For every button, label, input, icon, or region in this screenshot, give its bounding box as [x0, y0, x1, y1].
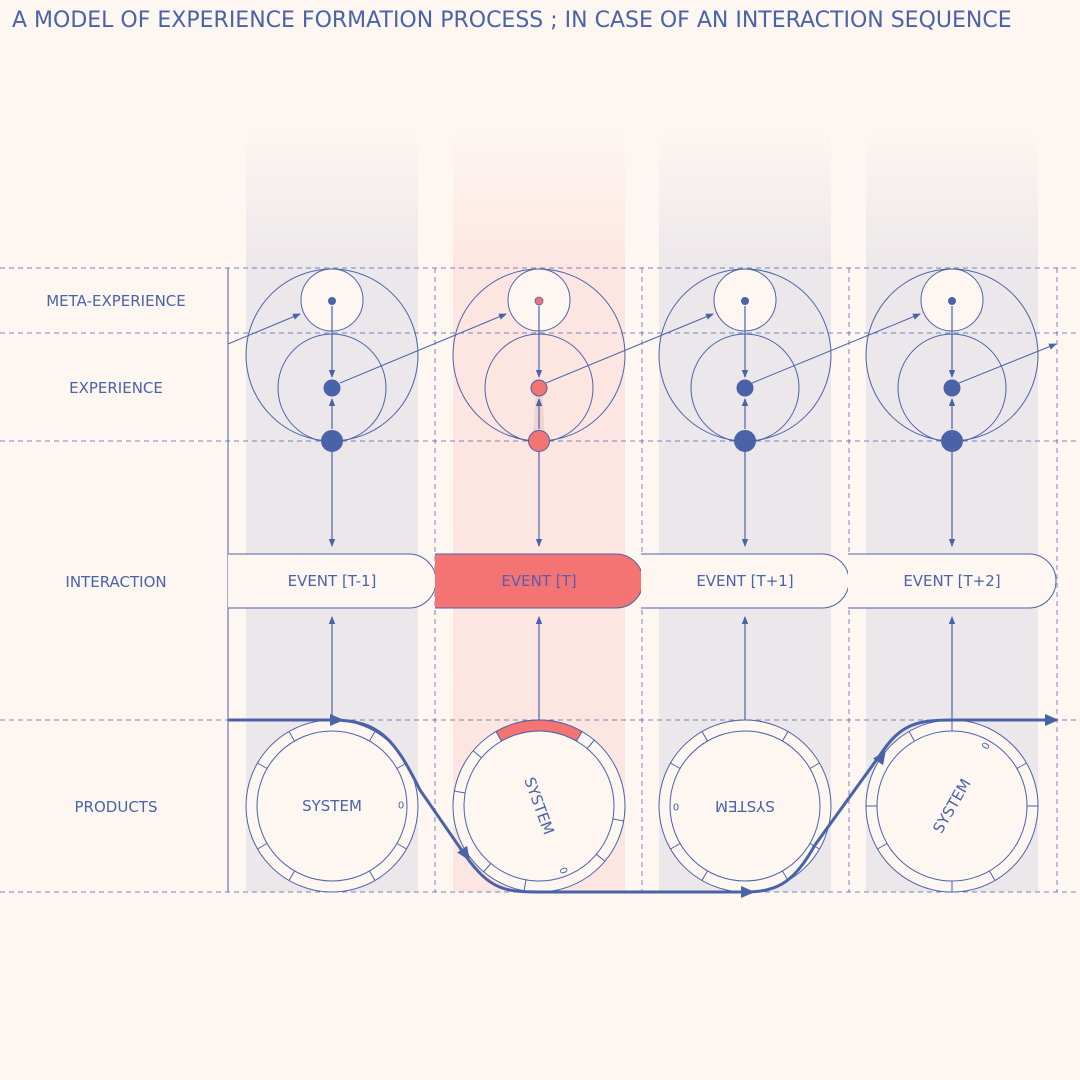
dial-zero-mark: 0 — [398, 801, 404, 812]
flow-end-arrowhead — [1045, 714, 1059, 726]
dial-tick — [454, 790, 466, 794]
row-label-products: PRODUCTS — [75, 798, 158, 816]
flow-arrowhead — [873, 750, 886, 766]
dial-tick — [1016, 762, 1027, 769]
dial-tick — [483, 863, 492, 873]
dial-zero-mark: 0 — [673, 801, 679, 812]
experience-to-meta-arrow — [751, 313, 921, 384]
system-dial: SYSTEM 0 — [245, 719, 419, 893]
product-flow-line — [228, 718, 1056, 894]
experience-to-meta-arrow — [227, 313, 301, 345]
experience-to-meta-arrow — [545, 313, 714, 384]
dial-inner-ring — [669, 730, 821, 882]
experience-dot — [736, 379, 754, 397]
flow-arrowhead — [330, 714, 344, 726]
experience-to-meta-arrow — [339, 313, 507, 384]
dial-tick — [596, 853, 606, 862]
dial-tick — [701, 731, 708, 742]
row-label-experience: EXPERIENCE — [69, 379, 163, 397]
experience-node-dot — [528, 430, 550, 452]
event-column-2: EVENT [T+1] SYSTEM 0 — [641, 268, 850, 893]
dial-tick — [670, 762, 681, 769]
dial-tick — [369, 870, 376, 881]
dial-zero-mark: 0 — [980, 741, 993, 752]
dial-tick — [523, 879, 527, 891]
dial-tick — [809, 762, 820, 769]
dial-zero-mark: 0 — [556, 866, 569, 876]
event-label: EVENT [T-1] — [288, 572, 377, 590]
dial-tick — [877, 843, 888, 850]
dial-tick — [1026, 805, 1039, 807]
dial-inner-ring — [876, 730, 1028, 882]
dial-tick — [951, 880, 953, 893]
dial-tick — [951, 720, 953, 732]
dial-tick — [472, 750, 482, 759]
experience-to-meta-arrow — [958, 343, 1057, 384]
dial-active-segment — [495, 719, 583, 742]
column-band-fade — [453, 130, 625, 270]
dial-tick — [701, 870, 708, 881]
dial-tick — [908, 731, 915, 742]
meta-experience-dot — [328, 297, 336, 305]
event-label: EVENT [T] — [501, 572, 576, 590]
column-band-fade — [246, 130, 418, 270]
event-bar-segment — [848, 553, 1057, 609]
row-labels: META-EXPERIENCE EXPERIENCE INTERACTION PROD… — [46, 292, 186, 816]
dial-tick — [586, 739, 595, 749]
meta-experience-dot — [948, 297, 956, 305]
system-dial: SYSTEM 0 — [658, 719, 832, 893]
dial-tick — [782, 731, 789, 742]
meta-experience-dot — [741, 297, 749, 305]
dial-tick — [369, 731, 376, 742]
system-label: SYSTEM — [715, 797, 775, 815]
row-label-meta: META-EXPERIENCE — [46, 292, 186, 310]
event-label: EVENT [T+1] — [696, 572, 793, 590]
flow-arrowhead — [457, 845, 470, 861]
experience-dot — [323, 379, 341, 397]
dial-tick — [257, 843, 268, 850]
event-column-0: EVENT [T-1] SYSTEM 0 — [228, 268, 437, 893]
dial-tick — [288, 870, 295, 881]
experience-dot — [943, 379, 961, 397]
dial-tick — [396, 843, 407, 850]
flow-arrowhead — [741, 886, 755, 898]
product-flow — [228, 714, 1059, 898]
event-label: EVENT [T+2] — [903, 572, 1000, 590]
system-label: SYSTEM — [302, 797, 362, 815]
column-band-fade — [866, 130, 1038, 270]
row-label-interaction: INTERACTION — [65, 573, 166, 591]
dial-tick — [288, 731, 295, 742]
dial-tick — [612, 818, 624, 822]
dial-tick — [989, 870, 996, 881]
dial-tick — [257, 762, 268, 769]
dial-tick — [670, 843, 681, 850]
experience-dot — [530, 379, 548, 397]
page-title: A MODEL OF EXPERIENCE FORMATION PROCESS … — [12, 8, 1012, 33]
dial-outer-ring — [865, 719, 1039, 893]
meta-experience-dot — [534, 296, 544, 306]
dial-inner-ring — [256, 730, 408, 882]
experience-node-dot — [734, 430, 756, 452]
experience-node-dot — [321, 430, 343, 452]
experience-node-dot — [941, 430, 963, 452]
column-band-fade — [659, 130, 831, 270]
dial-tick — [865, 805, 878, 807]
